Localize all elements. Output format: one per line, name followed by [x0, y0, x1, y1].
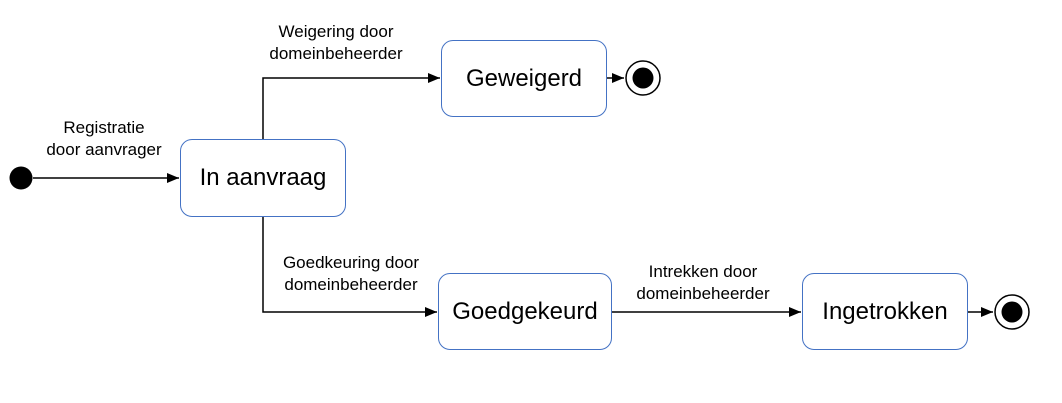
- state-ingetrokken-label: Ingetrokken: [822, 297, 948, 325]
- transition-arrow-weigering: [262, 73, 440, 139]
- state-in-aanvraag-label: In aanvraag: [199, 164, 327, 191]
- state-goedgekeurd: Goedgekeurd: [438, 273, 612, 350]
- initial-state-icon: [9, 166, 33, 190]
- final-state-icon-geweigerd: [625, 60, 661, 96]
- final-state-icon-ingetrokken: [994, 294, 1030, 330]
- state-goedgekeurd-label: Goedgekeurd: [452, 297, 598, 325]
- state-geweigerd-label: Geweigerd: [465, 64, 583, 92]
- state-ingetrokken: Ingetrokken: [802, 273, 968, 350]
- state-geweigerd: Geweigerd: [441, 40, 607, 117]
- transition-label-registratie: Registratie door aanvrager: [46, 118, 162, 159]
- transition-arrow-goedkeuring: [262, 217, 437, 317]
- transition-label-weigering: Weigering door domeinbeheerder: [269, 22, 403, 63]
- state-in-aanvraag: In aanvraag: [180, 139, 346, 217]
- transition-label-goedkeuring: Goedkeuring door domeinbeheerder: [282, 253, 420, 294]
- transition-label-intrekken: Intrekken door domeinbeheerder: [636, 262, 770, 303]
